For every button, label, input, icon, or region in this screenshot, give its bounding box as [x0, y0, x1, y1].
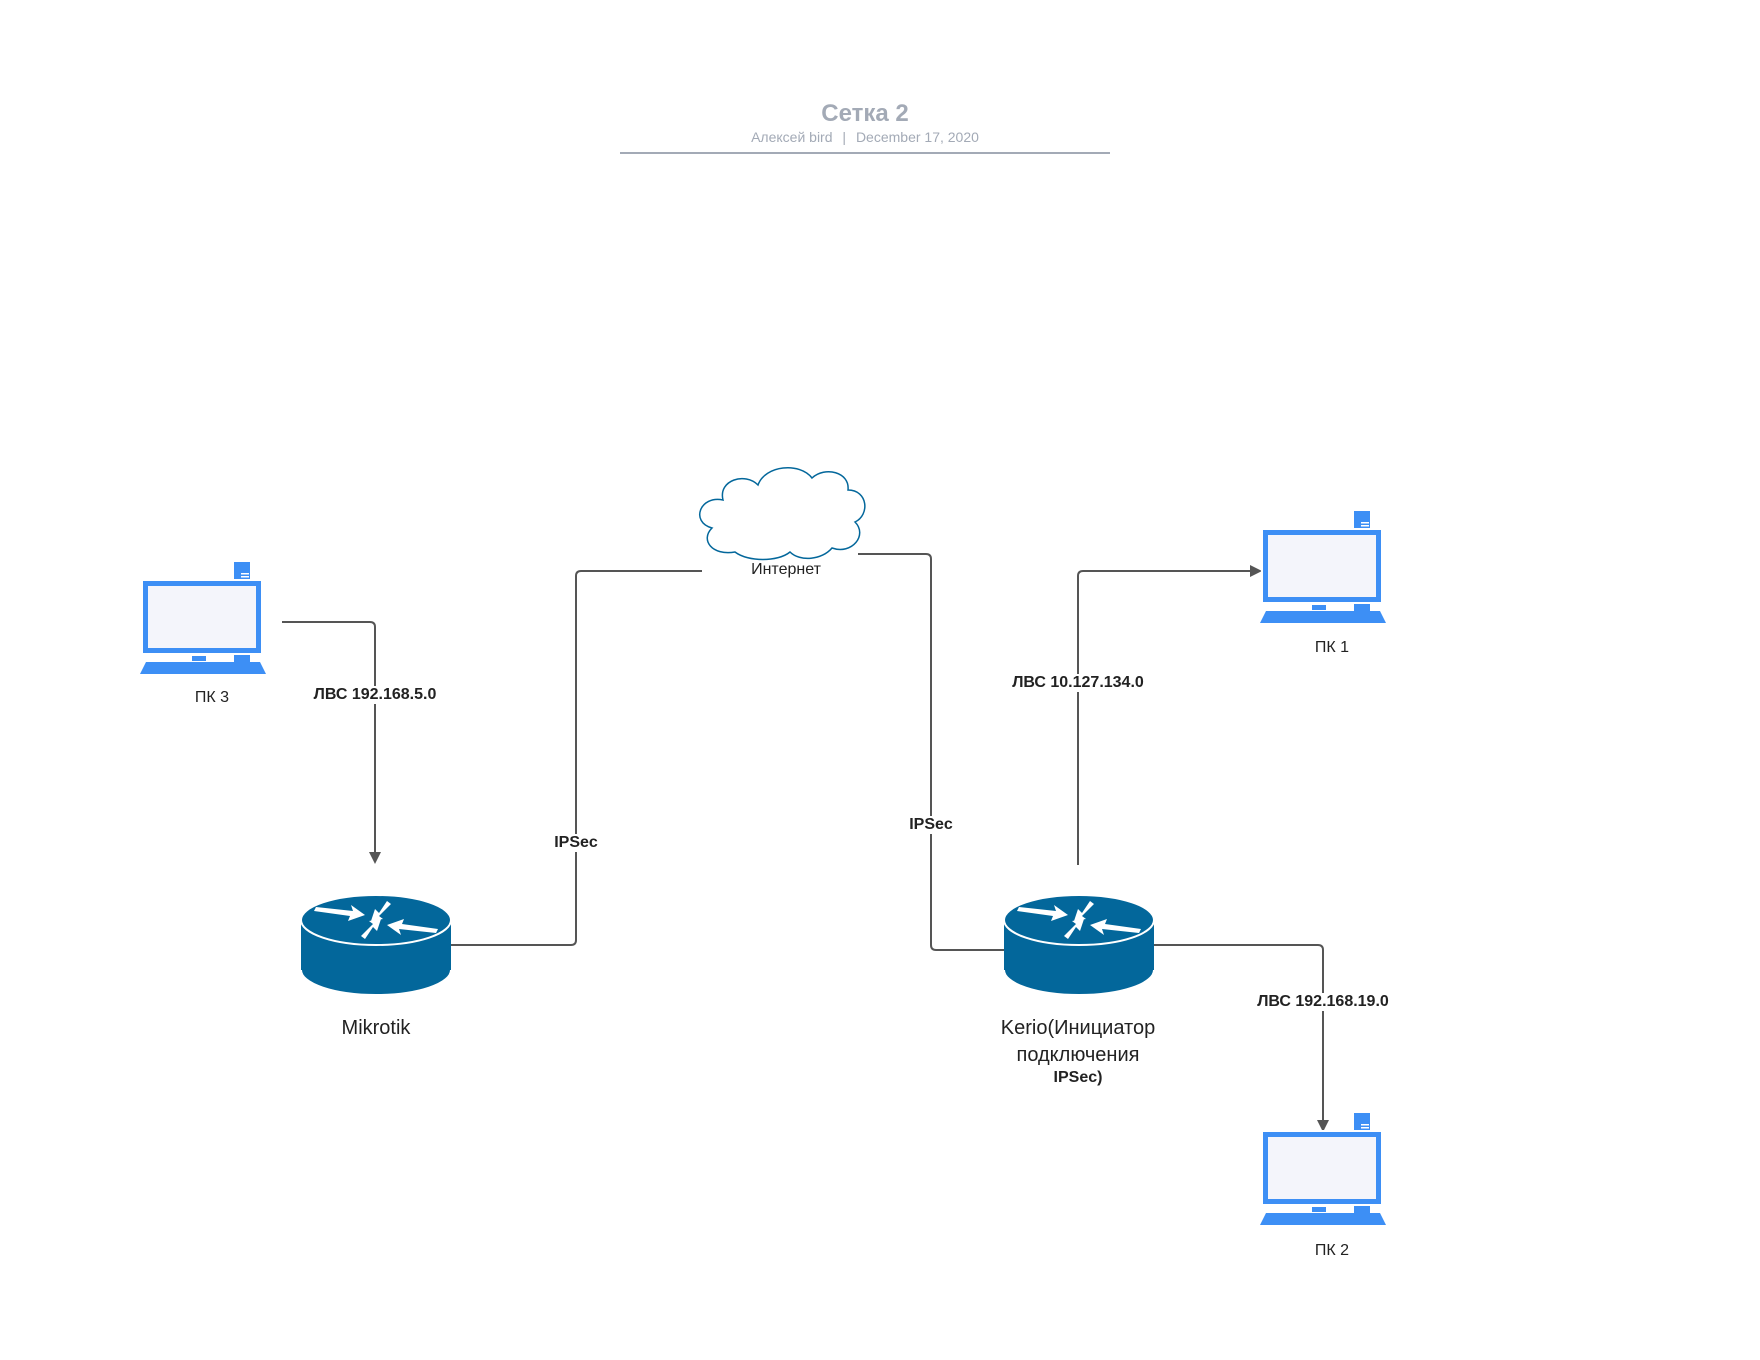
- kerio-router-icon: [1003, 894, 1155, 996]
- internet-label: Интернет: [730, 561, 842, 579]
- kerio-label-line2: подключения: [1016, 1044, 1140, 1066]
- title-divider: [620, 152, 1110, 154]
- edge-label-internet-kerio: IPSec: [901, 816, 961, 834]
- diagram-date: December 17, 2020: [855, 129, 979, 145]
- diagram-subtitle: Алексей bird | December 17, 2020: [620, 128, 1110, 146]
- mikrotik-router-icon: [300, 894, 452, 996]
- diagram-header: Сетка 2 Алексей bird | December 17, 2020: [620, 100, 1110, 146]
- edge-label-mikrotik-internet: IPSec: [546, 834, 606, 852]
- kerio-label: Kerio(Инициатор подключения IPSec): [938, 1015, 1218, 1087]
- edge-kerio-pc1: [1077, 565, 1262, 865]
- edge-mikrotik-internet: [450, 570, 702, 946]
- edge-label-kerio-pc2: ЛВС 192.168.19.0: [1243, 993, 1403, 1011]
- pc3-label: ПК 3: [194, 689, 230, 706]
- cloud-icon: [699, 467, 866, 561]
- pc3-computer-icon: [139, 561, 267, 675]
- diagram-title: Сетка 2: [821, 100, 909, 127]
- kerio-label-line1: Kerio(Инициатор: [1000, 1017, 1156, 1039]
- edge-internet-kerio: [858, 553, 1004, 951]
- kerio-label-line3: IPSec): [1053, 1069, 1103, 1086]
- pc1-computer-icon: [1259, 510, 1387, 624]
- edge-kerio-pc2: [1153, 944, 1329, 1132]
- mikrotik-label: Mikrotik: [341, 1017, 411, 1039]
- author-name: Алексей bird: [751, 129, 833, 145]
- edge-pc3-mikrotik: [282, 621, 381, 864]
- edge-label-pc3-mikrotik: ЛВС 192.168.5.0: [300, 686, 450, 704]
- pc1-label: ПК 1: [1314, 639, 1350, 656]
- edge-label-kerio-pc1: ЛВС 10.127.134.0: [998, 674, 1158, 692]
- subtitle-separator: |: [842, 129, 847, 145]
- pc2-label: ПК 2: [1314, 1242, 1350, 1259]
